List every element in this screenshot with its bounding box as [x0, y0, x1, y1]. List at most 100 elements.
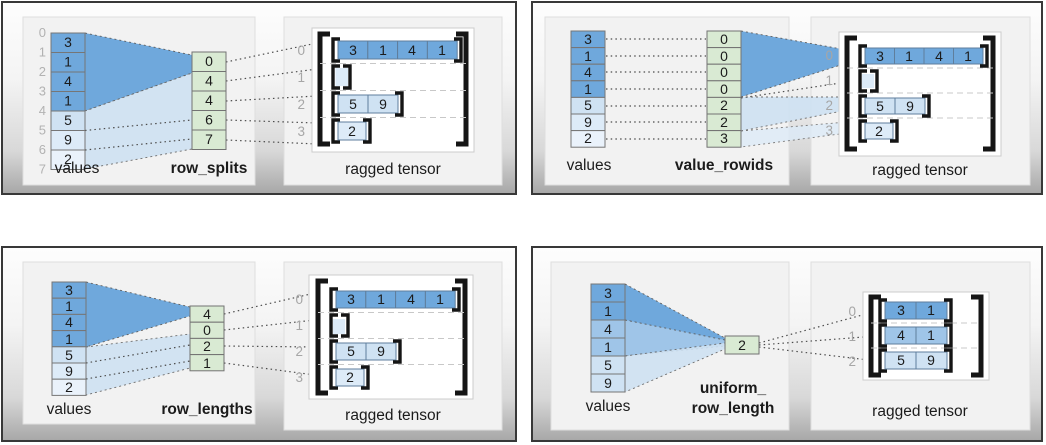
empty-row-fill: [333, 319, 345, 334]
tensor-row: 2: [331, 118, 372, 144]
svg-text:1: 1: [604, 303, 612, 319]
svg-text:4: 4: [65, 314, 73, 330]
result-label: ragged tensor: [872, 403, 968, 420]
svg-text:1: 1: [604, 339, 612, 355]
svg-text:2: 2: [738, 337, 746, 353]
svg-text:3: 3: [720, 130, 728, 146]
svg-text:9: 9: [377, 343, 385, 359]
svg-text:3: 3: [825, 123, 833, 138]
row-index-labels: 0 1 2 3: [297, 43, 305, 139]
tensor-row: 2: [858, 119, 899, 143]
svg-text:1: 1: [927, 302, 935, 318]
value-cell: [590, 373, 626, 393]
values-column: 3 1 4 1 5 9: [590, 283, 626, 393]
param-label-line1: uniform_: [700, 380, 767, 397]
svg-text:0: 0: [205, 53, 213, 69]
svg-text:6: 6: [39, 142, 46, 157]
tensor-row: 3 1 4 1: [331, 37, 463, 63]
row-index-labels: 0 1 2: [848, 304, 856, 369]
svg-text:0: 0: [297, 43, 305, 58]
svg-text:0: 0: [720, 31, 728, 47]
svg-text:4: 4: [407, 291, 415, 307]
row-separators: [871, 322, 981, 349]
values-label: values: [47, 401, 92, 418]
param-label-line2: row_length: [692, 400, 775, 417]
value-cell: [51, 378, 87, 396]
svg-text:5: 5: [897, 352, 905, 368]
outer-brackets: [317, 31, 469, 147]
svg-text:1: 1: [64, 93, 72, 109]
values-column: 3 1 4 1 5 9 2: [50, 32, 86, 170]
svg-text:3: 3: [347, 291, 355, 307]
tensor-cell: [365, 342, 397, 361]
connector-lines: [84, 42, 318, 151]
svg-text:1: 1: [584, 48, 592, 64]
svg-text:5: 5: [347, 343, 355, 359]
svg-text:4: 4: [205, 73, 213, 89]
svg-text:9: 9: [64, 132, 72, 148]
svg-text:0: 0: [720, 48, 728, 64]
funnel-dark: [624, 283, 726, 344]
tensor-row: 3 1 4 1: [329, 287, 461, 312]
param-label: row_splits: [171, 160, 248, 177]
svg-text:2: 2: [348, 123, 356, 139]
tensor-row: 5 9: [878, 348, 953, 373]
param-label: value_rowids: [675, 157, 773, 174]
tensor-cell: [426, 40, 458, 60]
values-label: values: [567, 157, 612, 174]
svg-text:9: 9: [927, 352, 935, 368]
tensor-cell: [915, 326, 948, 345]
svg-text:3: 3: [349, 42, 357, 58]
svg-text:9: 9: [584, 114, 592, 130]
svg-text:1: 1: [825, 73, 833, 88]
funnel-light: [84, 72, 193, 170]
row-index-labels: 0 1 2 3: [295, 292, 303, 385]
svg-text:4: 4: [935, 48, 943, 64]
tensor-row: 3 1: [878, 298, 953, 323]
svg-text:4: 4: [205, 92, 213, 108]
svg-text:2: 2: [64, 151, 72, 167]
connector-lines: [606, 38, 848, 140]
outer-brackets: [315, 278, 468, 396]
svg-text:3: 3: [297, 124, 305, 139]
svg-text:6: 6: [205, 112, 213, 128]
row-splits-diagram: 0 1 2 3 4 5 6 7 3 1 4 1 5 9 2: [22, 16, 503, 186]
svg-text:0: 0: [295, 292, 303, 307]
svg-text:2: 2: [720, 114, 728, 130]
value-index-labels: 0 1 2 3 4 5 6 7: [39, 25, 46, 177]
svg-text:7: 7: [205, 131, 213, 147]
svg-text:9: 9: [65, 363, 73, 379]
svg-text:5: 5: [64, 112, 72, 128]
svg-text:3: 3: [876, 48, 884, 64]
row-separators: [320, 63, 466, 118]
result-label: ragged tensor: [345, 161, 441, 178]
tensor-row: 4 1: [878, 323, 953, 348]
tensor-cell: [915, 301, 948, 320]
svg-text:1: 1: [297, 70, 305, 85]
svg-text:4: 4: [584, 64, 592, 80]
row-index-labels: 0 1 2 3: [825, 48, 833, 138]
ragged-tensor: 0 1 2 3 1 4 1: [848, 291, 990, 381]
svg-text:2: 2: [203, 338, 211, 354]
funnel-pale: [740, 121, 848, 148]
value-rowids-diagram: 3 1 4 1 5 9 2 0 0 0 0 2 2 3 values value…: [544, 16, 1031, 186]
uniform-row-length-cell: 2: [724, 335, 760, 355]
svg-text:3: 3: [39, 84, 46, 99]
svg-text:1: 1: [905, 48, 913, 64]
uniform-row-length-quadrant: 3 1 4 1 5 9 2 values uniform_ row_length: [531, 246, 1043, 442]
svg-text:2: 2: [297, 97, 305, 112]
svg-text:0: 0: [203, 322, 211, 338]
svg-text:0: 0: [720, 64, 728, 80]
svg-text:5: 5: [39, 123, 46, 138]
row-separators: [318, 312, 465, 365]
row-lengths-quadrant: 3 1 4 1 5 9 2 4 0 2 1 values row_lengths: [1, 246, 517, 442]
row-splits-column: 0 4 4 6 7: [191, 51, 227, 150]
svg-text:2: 2: [825, 98, 833, 113]
svg-text:0: 0: [825, 48, 833, 63]
svg-text:2: 2: [720, 97, 728, 113]
svg-text:0: 0: [39, 25, 46, 40]
tensor-cell: [337, 121, 367, 141]
result-label: ragged tensor: [345, 407, 441, 424]
values-label: values: [55, 160, 100, 177]
values-label: values: [586, 398, 631, 415]
